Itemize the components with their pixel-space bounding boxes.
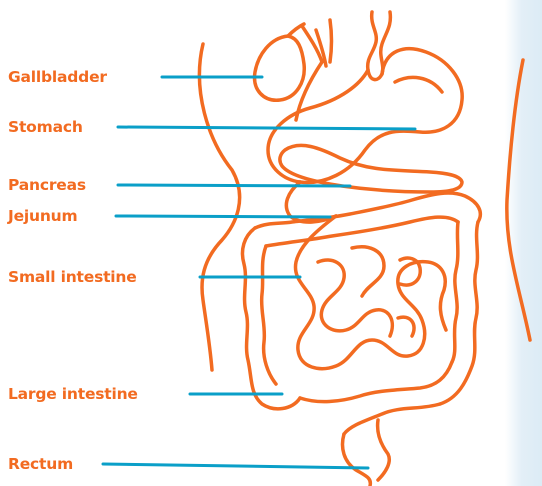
jejunum-coil xyxy=(400,258,420,285)
rectum-inner xyxy=(378,420,390,480)
esophagus xyxy=(368,12,391,80)
stomach-inner xyxy=(395,77,442,92)
label-stomach: Stomach xyxy=(8,118,83,136)
label-jejunum: Jejunum xyxy=(8,207,77,225)
body-outline-right xyxy=(507,60,530,340)
ascending-colon xyxy=(242,228,300,409)
body-outline-left xyxy=(199,44,239,370)
descending-colon-inner xyxy=(452,222,458,362)
leader-line-rectum xyxy=(103,464,368,468)
sigmoid-colon xyxy=(344,404,440,434)
label-rectum: Rectum xyxy=(8,455,73,473)
ascending-colon-inner xyxy=(262,246,276,384)
label-pancreas: Pancreas xyxy=(8,176,86,194)
leader-line-jejunum xyxy=(116,216,330,217)
rectum xyxy=(343,434,371,486)
bile-ducts xyxy=(296,20,332,120)
label-gallbladder: Gallbladder xyxy=(8,68,107,86)
gallbladder-neck xyxy=(288,24,304,36)
leader-line-pancreas xyxy=(118,185,350,186)
label-large-intestine: Large intestine xyxy=(8,385,138,403)
leader-line-stomach xyxy=(118,127,415,129)
label-small-intestine: Small intestine xyxy=(8,268,137,286)
gallbladder xyxy=(255,36,305,100)
